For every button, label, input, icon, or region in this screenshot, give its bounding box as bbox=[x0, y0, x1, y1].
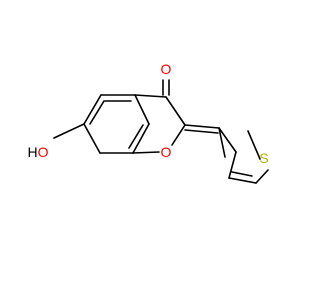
benzene-ring bbox=[83, 94, 150, 154]
bond bbox=[255, 169, 269, 184]
bond bbox=[171, 124, 186, 146]
hydroxyl-label: HO bbox=[27, 144, 48, 160]
bond bbox=[218, 127, 237, 153]
molecule-diagram: O O S HO bbox=[27, 61, 269, 184]
bond bbox=[134, 94, 167, 98]
bond bbox=[228, 151, 237, 179]
ketone-group bbox=[162, 79, 170, 96]
ketone-oxygen-label: O bbox=[161, 61, 172, 77]
sulfur-label: S bbox=[259, 150, 268, 166]
bond bbox=[228, 177, 257, 184]
bond-inner bbox=[89, 100, 105, 125]
bond bbox=[132, 151, 160, 154]
bond-inner bbox=[128, 124, 144, 149]
bond bbox=[165, 96, 186, 126]
bond bbox=[247, 130, 261, 160]
hydroxyl-h-label: H bbox=[27, 144, 37, 160]
bond bbox=[83, 94, 102, 125]
hydroxyl-o-label: O bbox=[38, 144, 49, 160]
bond-inner bbox=[231, 171, 253, 177]
thiophene-ring bbox=[218, 127, 269, 184]
exocyclic-double-bond bbox=[184, 124, 220, 134]
bond bbox=[83, 123, 101, 154]
furanone-ring bbox=[132, 94, 186, 154]
bond bbox=[218, 127, 226, 158]
bond bbox=[184, 124, 220, 129]
bond bbox=[134, 94, 150, 125]
bond bbox=[184, 129, 219, 134]
ring-oxygen-label: O bbox=[161, 144, 172, 160]
hydroxyl-bond bbox=[53, 123, 85, 139]
bond bbox=[132, 123, 150, 154]
